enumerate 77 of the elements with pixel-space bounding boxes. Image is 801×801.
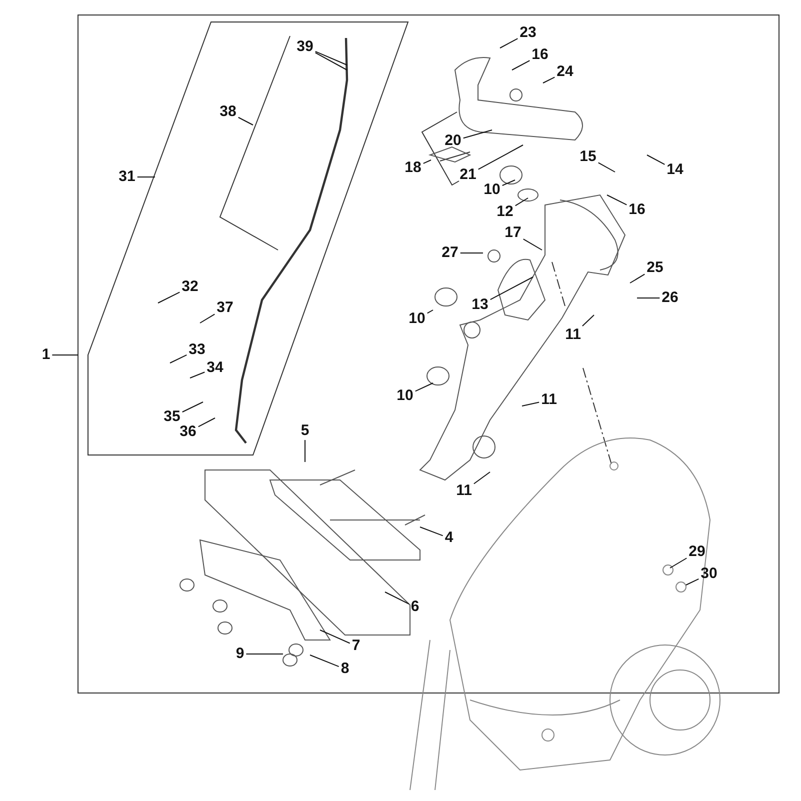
callout-number: 34	[206, 360, 224, 376]
callout-number: 18	[404, 160, 422, 176]
leader-line	[582, 314, 594, 326]
callout-number: 10	[408, 311, 426, 327]
callout-number: 10	[482, 182, 502, 198]
leader-line	[158, 292, 180, 304]
callout-number: 1	[40, 347, 52, 363]
callout-number: 35	[162, 409, 182, 425]
callout-number: 15	[578, 149, 598, 165]
leader-line	[310, 654, 340, 668]
leader-line	[670, 558, 688, 568]
callout-number: 37	[216, 300, 234, 316]
callout-number: 33	[188, 342, 206, 358]
callout-number: 38	[218, 104, 238, 120]
callout-number: 6	[410, 599, 420, 615]
leader-line	[500, 38, 518, 48]
callout-number: 12	[496, 204, 514, 220]
callout-number: 32	[180, 279, 200, 295]
leader-line	[460, 252, 484, 254]
leader-line	[542, 76, 556, 84]
callout-number: 4	[444, 530, 454, 546]
callout-number: 8	[340, 661, 350, 677]
callout-number: 25	[646, 260, 664, 276]
leader-line	[462, 130, 492, 139]
callout-number: 11	[455, 483, 473, 499]
leader-line	[514, 198, 528, 206]
leader-line	[200, 314, 216, 324]
leader-line	[52, 354, 78, 356]
leader-line	[686, 578, 700, 586]
callout-number: 11	[564, 327, 582, 343]
callout-number: 29	[688, 544, 706, 560]
leader-line	[646, 154, 666, 165]
leader-line	[414, 382, 434, 392]
leader-line	[490, 276, 534, 300]
leader-line	[170, 354, 188, 364]
leader-line	[198, 418, 216, 428]
leader-line	[522, 238, 542, 250]
leader-line	[314, 50, 348, 66]
leader-line	[512, 60, 530, 70]
callout-number: 24	[556, 64, 574, 80]
callout-number: 36	[178, 424, 198, 440]
leader-line	[598, 162, 616, 172]
callout-number: 13	[470, 297, 490, 313]
leader-line	[522, 402, 540, 406]
callout-number: 26	[660, 290, 680, 306]
leader-line	[238, 116, 254, 126]
leader-line	[320, 630, 350, 644]
callout-number: 11	[540, 392, 558, 408]
leader-line	[478, 144, 524, 170]
callout-number: 31	[118, 169, 136, 185]
leader-line	[182, 402, 204, 412]
callout-number: 17	[504, 225, 522, 241]
leader-line	[190, 372, 206, 378]
callout-number: 14	[666, 162, 684, 178]
callout-number: 21	[458, 167, 478, 183]
callout-number: 5	[300, 423, 310, 439]
leader-line	[473, 472, 490, 484]
callout-number: 20	[444, 133, 462, 149]
leader-line	[606, 194, 628, 206]
callout-number: 7	[350, 638, 362, 654]
callout-number: 9	[234, 646, 246, 662]
callout-number: 27	[440, 245, 460, 261]
callout-number: 30	[700, 566, 718, 582]
callout-number: 16	[530, 47, 550, 63]
callout-number: 39	[296, 39, 314, 55]
callout-number: 23	[518, 25, 538, 41]
leader-line	[422, 160, 432, 164]
leader-line	[630, 274, 646, 284]
leader-line	[426, 310, 434, 314]
leader-line	[420, 526, 444, 536]
leader-line	[502, 180, 516, 186]
leader-line	[384, 592, 410, 604]
leader-line	[136, 176, 156, 178]
leader-line	[304, 440, 306, 462]
callout-number: 16	[628, 202, 646, 218]
leader-line	[314, 52, 348, 70]
callout-number: 10	[396, 388, 414, 404]
